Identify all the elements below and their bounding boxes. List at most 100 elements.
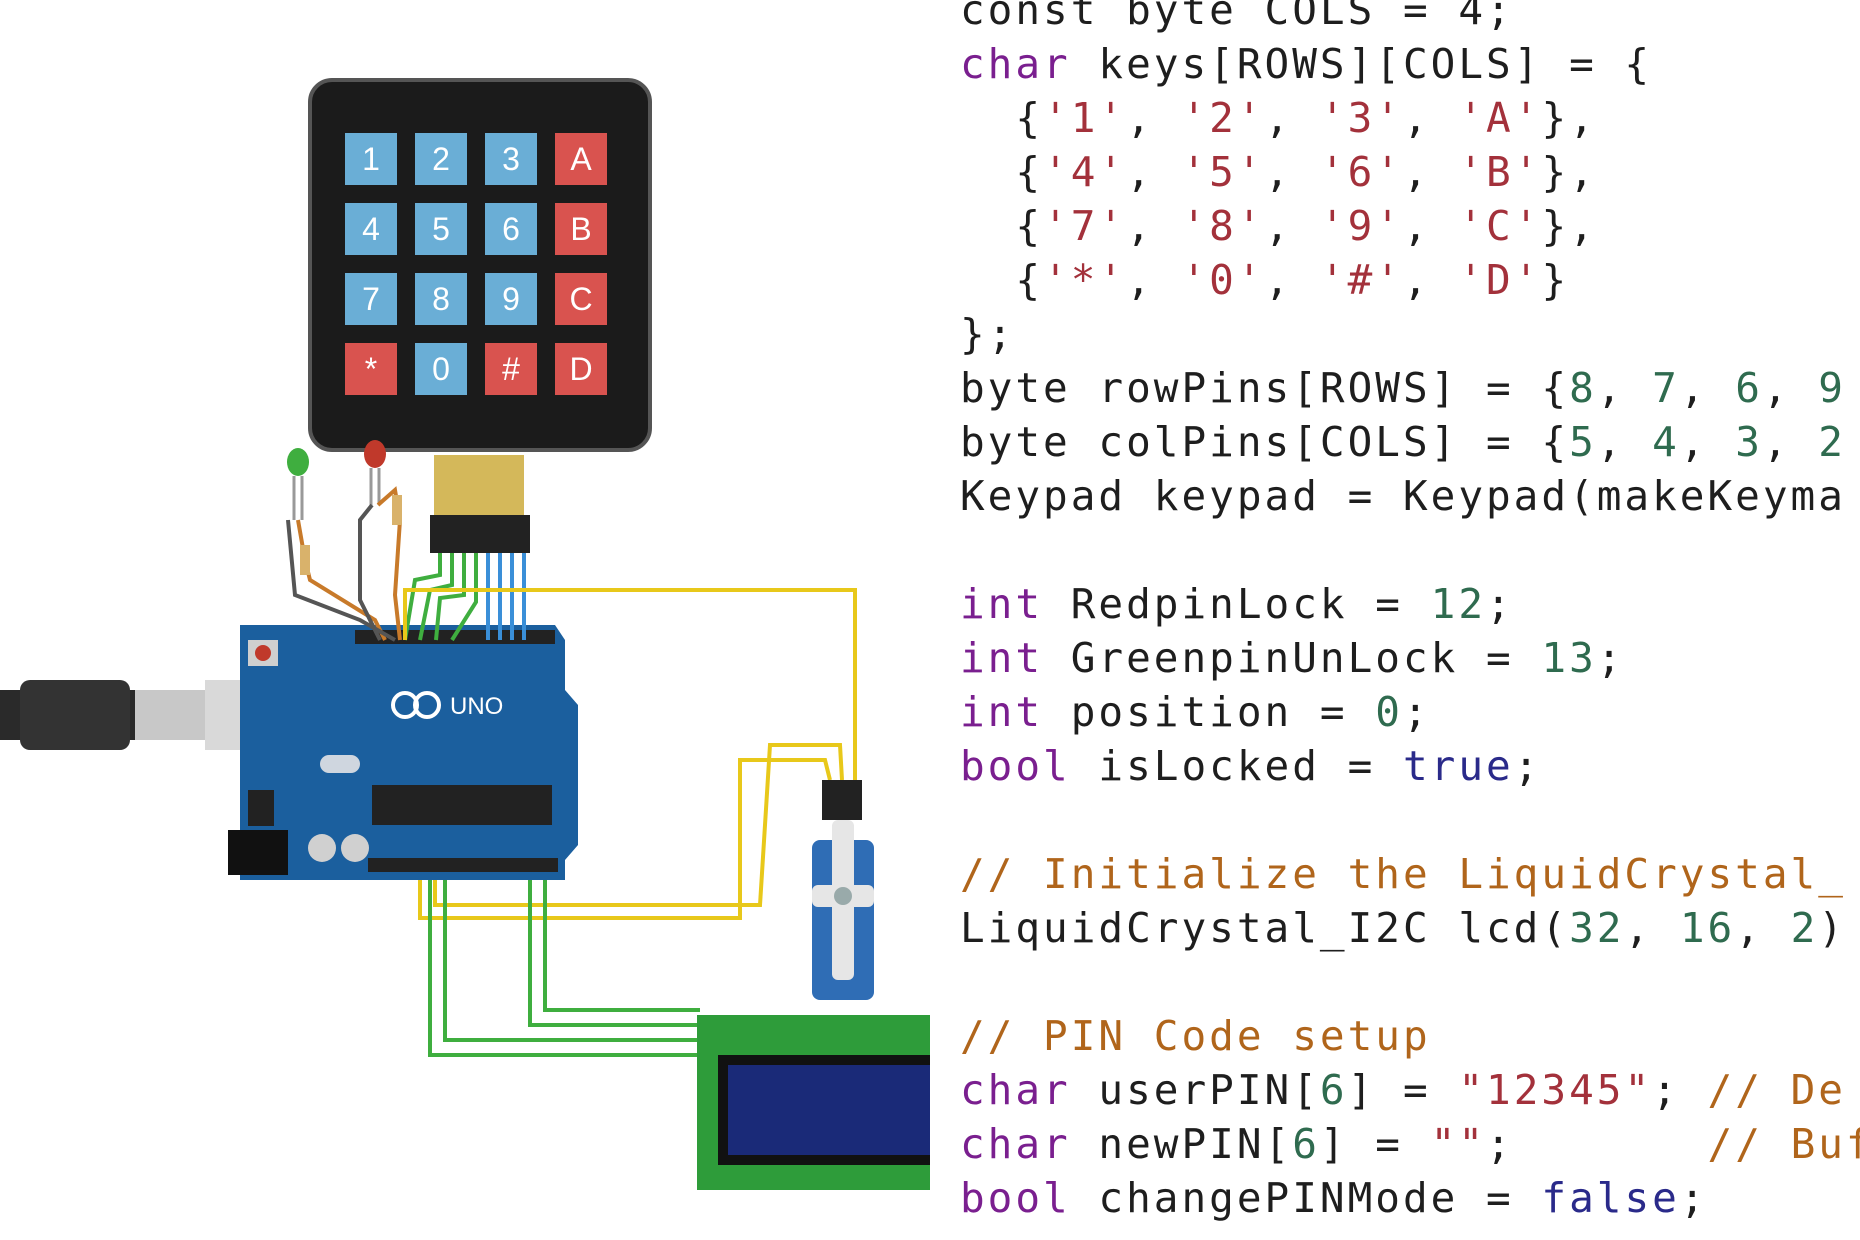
code-token: bool (960, 1174, 1071, 1222)
code-token: // Initialize the LiquidCrystal_ (960, 850, 1846, 898)
code-token: , (1596, 364, 1653, 412)
code-token: , (1735, 904, 1791, 952)
code-token: position = (1043, 688, 1376, 736)
code-token: , (1403, 148, 1459, 196)
keypad-key-D: D (555, 343, 607, 395)
code-token: '0' (1181, 256, 1265, 304)
code-line: byte colPins[COLS] = {5, 4, 3, 2 (960, 418, 1846, 466)
code-token: , (1126, 148, 1182, 196)
code-token: // PIN Code setup (960, 1012, 1431, 1060)
code-token: "12345" (1458, 1066, 1653, 1114)
code-token: { (960, 256, 1044, 304)
code-token: ] = (1347, 1066, 1459, 1114)
code-token: { (960, 148, 1044, 196)
code-token: , (1264, 94, 1320, 142)
code-token: '6' (1319, 148, 1403, 196)
code-token: '7' (1043, 202, 1127, 250)
code-line: // PIN Code setup (960, 1012, 1431, 1060)
code-token: 6 (1292, 1120, 1320, 1168)
code-token: isLocked = (1070, 742, 1403, 790)
keypad-key-0: 0 (415, 343, 467, 395)
code-token: char (960, 1066, 1071, 1114)
keypad-key-9: 9 (485, 273, 537, 325)
keypad-key-C: C (555, 273, 607, 325)
code-token: ; (1679, 1174, 1708, 1222)
code-token: ] = (1319, 1120, 1431, 1168)
code-token: '4' (1043, 148, 1127, 196)
code-token: 6 (1319, 1066, 1348, 1114)
code-line: bool changePINMode = false; (960, 1174, 1708, 1222)
code-token: , (1679, 418, 1736, 466)
code-line: // Initialize the LiquidCrystal_ (960, 850, 1846, 898)
keypad-key-label: 8 (432, 281, 450, 317)
code-token: , (1762, 418, 1819, 466)
code-token: byte rowPins[ROWS] = { (960, 364, 1570, 412)
code-token: , (1624, 904, 1680, 952)
green-led (287, 448, 309, 520)
code-token: , (1403, 202, 1459, 250)
code-token: }, (1541, 148, 1597, 196)
keypad-key-label: B (570, 211, 591, 247)
keypad-key-8: 8 (415, 273, 467, 325)
code-panel: const byte COLS = 4;char keys[ROWS][COLS… (930, 0, 1860, 1240)
servo-motor (812, 780, 874, 1000)
code-token: userPIN[ (1070, 1066, 1320, 1114)
code-line: byte rowPins[ROWS] = {8, 7, 6, 9 (960, 364, 1846, 412)
code-line: LiquidCrystal_I2C lcd(32, 16, 2) (960, 904, 1846, 952)
code-token: , (1403, 94, 1459, 142)
code-token: , (1126, 256, 1182, 304)
keypad-wiring (403, 553, 526, 642)
lcd-wiring (428, 880, 700, 1057)
code-token: 0 (1375, 688, 1403, 736)
keypad-key-label: A (570, 141, 592, 177)
code-line: bool isLocked = true; (960, 742, 1541, 790)
code-token: 4 (1652, 418, 1680, 466)
code-line: {'4', '5', '6', 'B'}, (960, 148, 1597, 196)
code-token: ; (1486, 580, 1514, 628)
keypad-key-6: 6 (485, 203, 537, 255)
code-token: int (960, 688, 1044, 736)
keypad-key-label: 0 (432, 351, 450, 387)
code-line: char keys[ROWS][COLS] = { (960, 40, 1652, 88)
keypad-key-label: 1 (362, 141, 380, 177)
code-token: , (1403, 256, 1459, 304)
board-label: UNO (450, 693, 503, 720)
code-token: ; (1513, 742, 1542, 790)
code-line: char userPIN[6] = "12345"; // De (960, 1066, 1846, 1114)
code-token: Keypad keypad = Keypad(makeKeyma (960, 472, 1846, 520)
keypad-key-label: # (502, 351, 520, 387)
code-token: // De (1707, 1066, 1846, 1114)
code-token: 7 (1652, 364, 1680, 412)
arduino-logo-icon (391, 691, 441, 719)
code-token: byte colPins[COLS] = { (960, 418, 1570, 466)
keypad-key-label: 7 (362, 281, 380, 317)
code-token: changePINMode = (1070, 1174, 1542, 1222)
code-line: {'1', '2', '3', 'A'}, (960, 94, 1597, 142)
code-token: , (1126, 202, 1182, 250)
code-token: , (1679, 364, 1736, 412)
code-line: int position = 0; (960, 688, 1431, 736)
keypad-key-label: 6 (502, 211, 520, 247)
code-token: 32 (1569, 904, 1625, 952)
code-token: , (1264, 256, 1320, 304)
code-token: GreenpinUnLock = (1043, 634, 1542, 682)
keypad-key-label: D (569, 351, 592, 387)
keypad-key-B: B (555, 203, 607, 255)
code-token: }, (1541, 94, 1597, 142)
code-token: { (960, 94, 1044, 142)
servo-wiring (403, 588, 857, 920)
code-token: true (1402, 742, 1514, 790)
code-token: ; (1486, 1120, 1708, 1168)
code-token: 'A' (1458, 94, 1542, 142)
code-token: , (1264, 148, 1320, 196)
code-token: ; (1596, 634, 1625, 682)
code-line: char newPIN[6] = ""; // Buf (960, 1120, 1860, 1168)
code-token: 'C' (1458, 202, 1542, 250)
code-token: , (1762, 364, 1819, 412)
code-token: 2 (1818, 418, 1846, 466)
code-token: }, (1541, 202, 1597, 250)
code-token: 2 (1790, 904, 1819, 952)
keypad-key-label: * (365, 351, 377, 387)
